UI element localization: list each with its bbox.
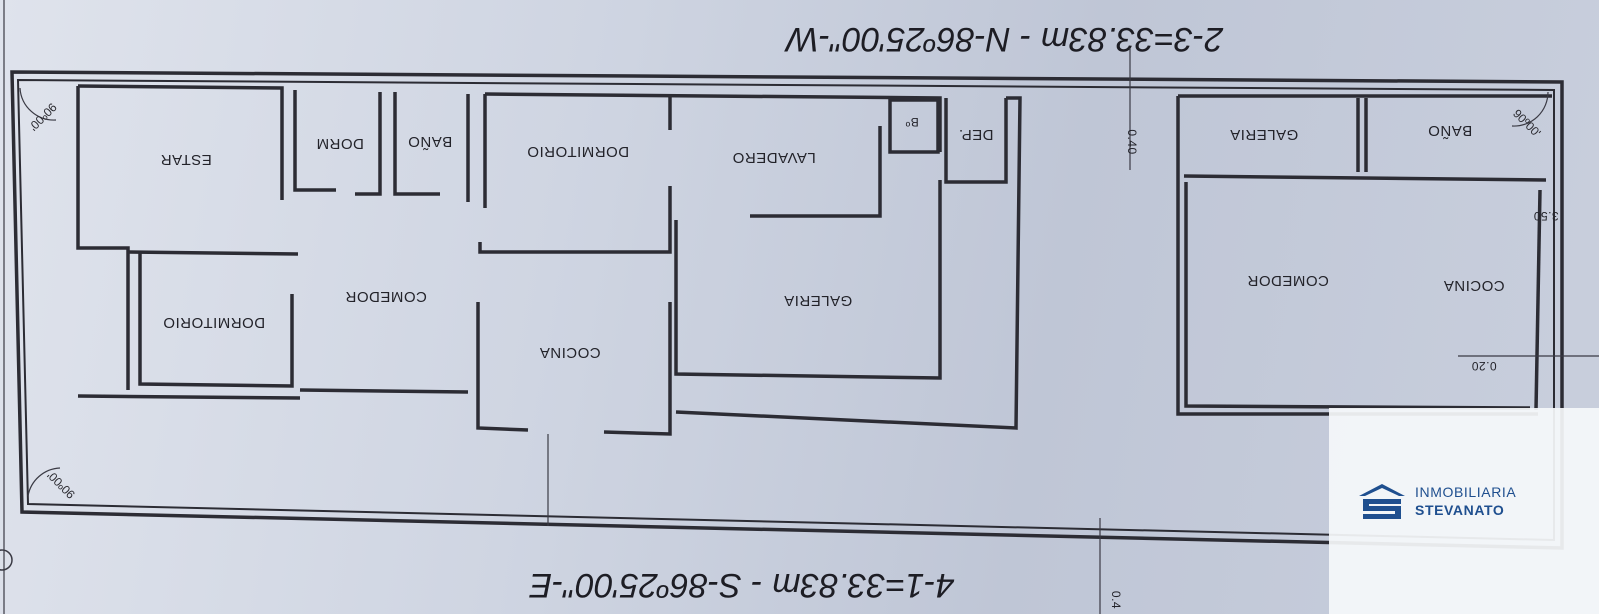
left-house-walls	[76, 84, 1022, 436]
corner-angle-top-right: 90º00'	[1510, 106, 1543, 139]
room-label-lavadero: LAVADERO	[732, 149, 815, 166]
top-boundary-label: 2-3=33.83m - N-86º25'00"-W	[784, 20, 1224, 58]
dimension-labels: 0.40 0.20 3.50 0.4	[1109, 129, 1559, 609]
room-label-bano-1: BAÑO	[408, 133, 453, 150]
dimension-020: 0.20	[1471, 359, 1496, 373]
dimension-350: 3.50	[1533, 209, 1558, 223]
room-label-galeria-1: GALERIA	[1230, 126, 1299, 143]
corner-angle-top-left: 90º00'	[26, 100, 59, 133]
room-label-bano-small: Bº	[905, 115, 919, 129]
room-label-bano-2: BAÑO	[1428, 122, 1473, 139]
dimension-040: 0.40	[1125, 129, 1139, 154]
agency-logo-panel: INMOBILIARIA STEVANATO	[1329, 408, 1599, 614]
corner-angle-bottom-left: 90º00'	[44, 468, 77, 501]
agency-logo-icon	[1359, 484, 1405, 519]
room-labels: ESTAR DORM BAÑO DORMITORIO LAVADERO Bº D…	[160, 115, 1504, 361]
page-edge-marks	[0, 0, 13, 614]
room-label-dormitorio-1: DORMITORIO	[527, 143, 629, 160]
room-label-dep: DEP.	[958, 126, 993, 143]
agency-name-line1: INMOBILIARIA	[1415, 484, 1517, 500]
bottom-boundary-label: 4-1=33.83m - S-86º25'00"-E	[529, 566, 954, 604]
room-label-cocina-2: COCINA	[1443, 277, 1504, 294]
room-label-comedor-2: COMEDOR	[1247, 272, 1329, 289]
room-label-galeria-2: GALERIA	[784, 292, 853, 309]
dimension-04: 0.4	[1109, 591, 1123, 609]
agency-name-line2: STEVANATO	[1415, 502, 1505, 518]
room-label-dorm: DORM	[316, 135, 364, 152]
room-label-cocina-1: COCINA	[539, 344, 600, 361]
dimension-lines	[547, 48, 1599, 614]
room-label-estar: ESTAR	[160, 151, 211, 168]
right-house-walls	[1176, 94, 1552, 416]
room-label-dormitorio-2: DORMITORIO	[163, 314, 265, 331]
room-label-comedor-1: COMEDOR	[345, 288, 427, 305]
